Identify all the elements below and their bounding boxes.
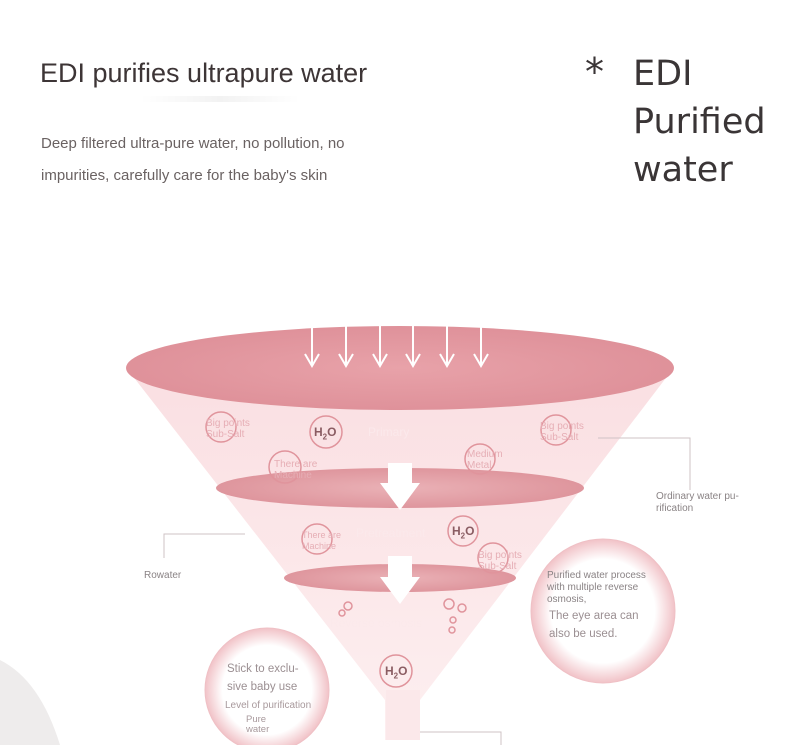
down-arrow-icon <box>380 556 420 604</box>
stage-label-primary: Primary <box>368 425 410 439</box>
info-circle-left <box>204 627 330 745</box>
bubble-label: There are Machine <box>274 459 318 481</box>
callout-line-rowater <box>163 533 245 558</box>
funnel-neck <box>386 690 420 740</box>
callout-ordinary: Ordinary water pu- rification <box>656 491 739 514</box>
h2o-label: H2O <box>452 524 475 541</box>
down-arrow-icon <box>380 463 420 510</box>
h2o-label: H2O <box>314 425 337 442</box>
funnel-body <box>128 370 672 740</box>
side-heading: EDI Purified water <box>633 54 766 190</box>
particle-bubbles <box>205 411 572 688</box>
title-shadow-decoration <box>140 96 300 102</box>
callout-line-ordinary <box>598 437 691 490</box>
page-subtitle: Deep filtered ultra-pure water, no pollu… <box>41 135 345 184</box>
decorative-shape <box>0 660 60 745</box>
left-circle-text: Stick to exclu- sive baby use <box>227 663 299 693</box>
funnel-top-surface <box>126 326 674 410</box>
right-circle-eye: The eye area can also be used. <box>549 610 639 640</box>
left-circle-level: Level of purification <box>225 700 312 711</box>
bubble-label: There are Machine <box>302 530 342 551</box>
page-title: EDI purifies ultrapure water <box>40 58 368 88</box>
right-circle-process: Purified water process with multiple rev… <box>547 570 646 605</box>
bubble-label: Big points Sub-Salt <box>478 550 522 572</box>
stage-label-pretreatment: Pretreatment <box>356 526 426 540</box>
stage-label-reverse-osmosis: Reverse osmosis <box>330 616 423 630</box>
left-circle-pure: Pure water <box>246 714 270 735</box>
info-circle-right <box>530 538 676 684</box>
bubble-label: Big points Sub-Salt <box>540 421 584 443</box>
h2o-label: H2O <box>385 664 408 681</box>
callout-rowater: Rowater <box>144 570 182 581</box>
bubble-label: Big points Sub-Salt <box>206 418 250 440</box>
inflow-arrows <box>304 320 489 368</box>
bubble-label: Medium Metal <box>467 449 503 471</box>
callout-line-outlet <box>420 731 502 745</box>
asterisk-icon: * <box>585 50 604 94</box>
